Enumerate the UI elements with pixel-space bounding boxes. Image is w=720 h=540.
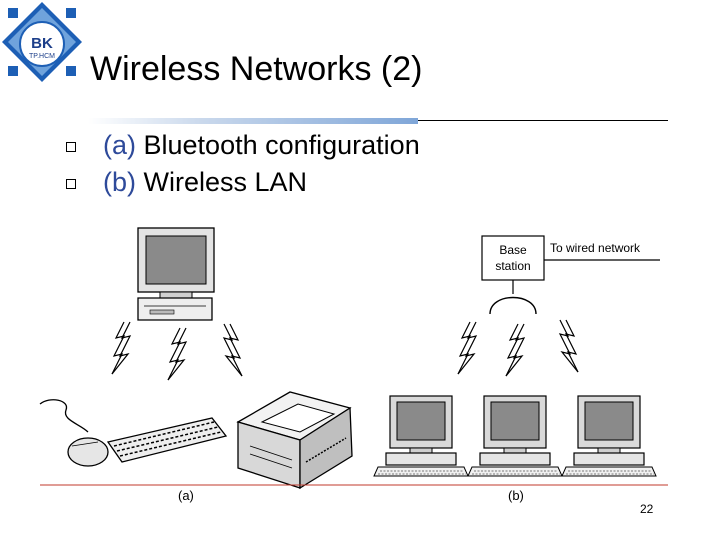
desktop-computer-icon xyxy=(467,395,563,477)
wireless-signal-icon xyxy=(167,327,187,381)
bullet-text: Wireless LAN xyxy=(143,167,308,197)
wireless-signal-icon xyxy=(223,323,243,377)
bullet-label: (a) xyxy=(103,130,136,160)
wireless-signal-icon xyxy=(559,319,579,373)
mouse-icon xyxy=(39,399,109,467)
base-station-box: Base station xyxy=(481,235,545,281)
title-divider xyxy=(88,118,668,124)
square-bullet-icon xyxy=(66,142,76,152)
caption-a: (a) xyxy=(178,488,194,503)
logo-text-city: TP.HCM xyxy=(29,53,55,60)
desktop-computer-icon xyxy=(137,227,215,321)
wireless-signal-icon xyxy=(457,321,477,375)
network-figure: Base station To wired network (a) (b) xyxy=(39,227,668,503)
base-station-label-line2: station xyxy=(495,259,530,273)
bk-logo: BK TP.HCM xyxy=(2,2,82,82)
page-number: 22 xyxy=(640,502,654,516)
desktop-computer-icon xyxy=(561,395,657,477)
antenna-icon xyxy=(489,280,537,315)
bullet-text: Bluetooth configuration xyxy=(143,130,420,160)
desktop-computer-icon xyxy=(373,395,469,477)
square-bullet-icon xyxy=(66,179,76,189)
caption-b: (b) xyxy=(508,488,524,503)
logo-text-bk: BK xyxy=(31,35,53,52)
slide-title: Wireless Networks (2) xyxy=(90,50,423,88)
wireless-signal-icon xyxy=(111,321,131,375)
wireless-signal-icon xyxy=(505,323,525,377)
keyboard-icon xyxy=(106,417,228,463)
bullet-label: (b) xyxy=(103,167,136,197)
wired-network-label: To wired network xyxy=(550,241,641,255)
printer-icon xyxy=(236,391,353,490)
base-station-label: Base xyxy=(499,243,527,257)
